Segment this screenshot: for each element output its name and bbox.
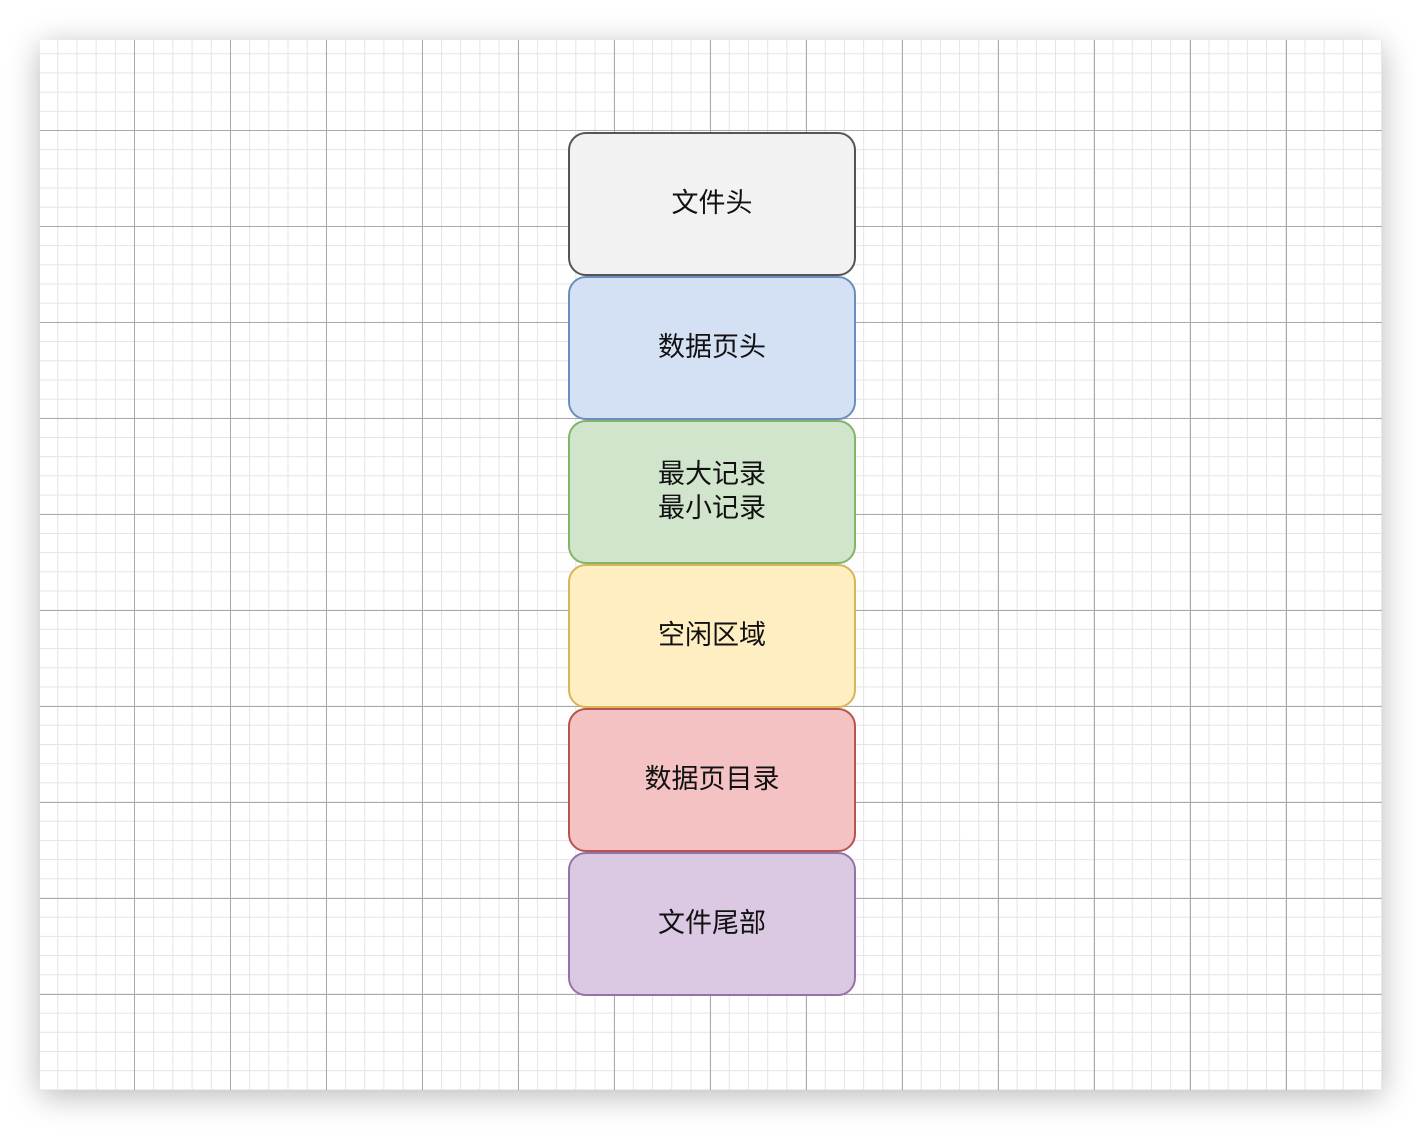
block-free-space[interactable]: 空闲区域 (568, 564, 856, 708)
block-label: 文件尾部 (658, 908, 766, 939)
block-label: 数据页头 (658, 332, 766, 363)
block-label: 数据页目录 (644, 764, 780, 795)
block-page-header[interactable]: 数据页头 (568, 276, 856, 420)
block-file-header[interactable]: 文件头 (568, 132, 856, 276)
block-infimum-supremum[interactable]: 最大记录 最小记录 (568, 420, 856, 564)
block-file-trailer[interactable]: 文件尾部 (568, 852, 856, 996)
page-structure-stack: 文件头 数据页头 最大记录 最小记录 空闲区域 数据页目录 文件尾部 (568, 132, 856, 996)
diagram-canvas: 文件头 数据页头 最大记录 最小记录 空闲区域 数据页目录 文件尾部 (40, 40, 1382, 1090)
block-page-directory[interactable]: 数据页目录 (568, 708, 856, 852)
block-label: 空闲区域 (658, 620, 766, 651)
block-label: 最大记录 最小记录 (658, 459, 766, 524)
block-label: 文件头 (671, 188, 753, 219)
